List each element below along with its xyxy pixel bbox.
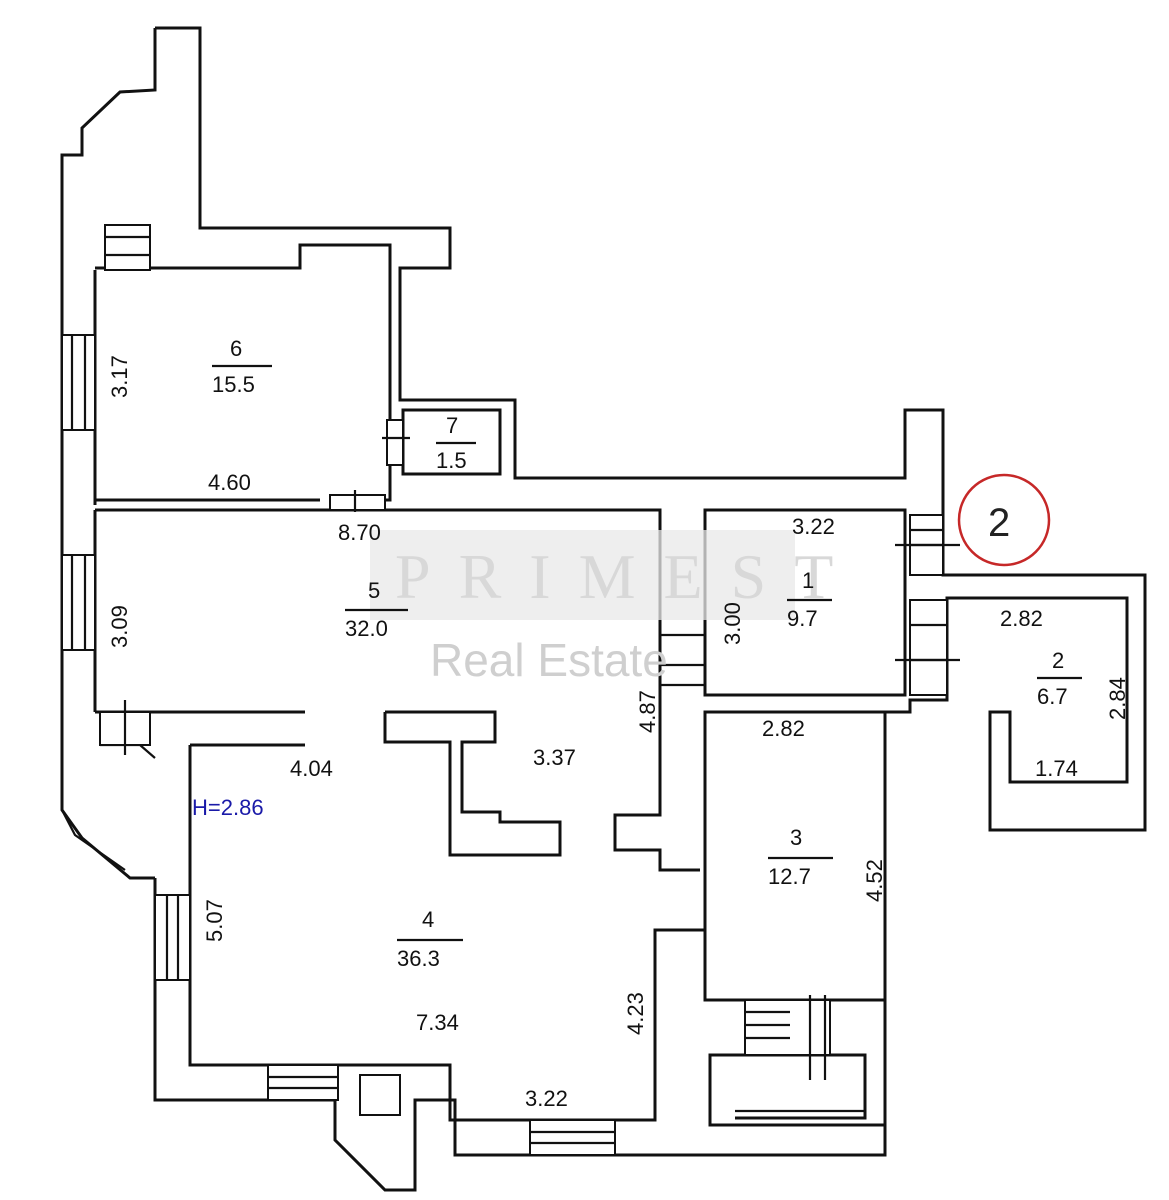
window-w3 <box>154 894 191 981</box>
room-2-area: 6.7 <box>1037 684 1068 709</box>
room-1-number: 1 <box>802 568 814 593</box>
room-4-number: 4 <box>422 907 434 932</box>
dim-3-37: 3.37 <box>533 745 576 770</box>
stairs-room3 <box>744 999 831 1056</box>
room-5-number: 5 <box>368 578 380 603</box>
window-w1 <box>61 334 96 431</box>
floor-marker: 2 <box>957 473 1051 567</box>
ceiling-height-label: H=2.86 <box>192 795 264 820</box>
dim-2-82-room2: 2.82 <box>1000 606 1043 631</box>
wall-bay-sw <box>61 743 156 871</box>
window-n1 <box>104 224 151 271</box>
wall-room1 <box>703 508 907 1002</box>
dim-4-23: 4.23 <box>623 992 648 1035</box>
room-labels: 6 15.5 7 1.5 5 32.0 4 36.3 1 9.7 2 6.7 3… <box>212 336 1082 971</box>
dim-3-22-bottom: 3.22 <box>525 1086 568 1111</box>
room-1-area: 9.7 <box>787 606 818 631</box>
room-6-number: 6 <box>230 336 242 361</box>
dim-4-04: 4.04 <box>290 756 333 781</box>
window-s2 <box>529 1119 616 1156</box>
dimension-labels: 3.17 4.60 8.70 3.09 4.87 4.04 3.37 5.07 … <box>107 355 1130 1111</box>
room-7-area: 1.5 <box>436 448 467 473</box>
room-3-number: 3 <box>790 825 802 850</box>
dim-4-52: 4.52 <box>862 859 887 902</box>
wall-room4 <box>153 743 887 1192</box>
dim-7-34: 7.34 <box>416 1010 459 1035</box>
door-room7 <box>386 419 404 466</box>
dim-8-70: 8.70 <box>338 520 381 545</box>
room-2-number: 2 <box>1052 648 1064 673</box>
dim-3-17: 3.17 <box>107 355 132 398</box>
room-7-number: 7 <box>446 413 458 438</box>
dim-5-07: 5.07 <box>202 899 227 942</box>
watermark-band <box>370 530 795 620</box>
window-w2 <box>61 554 96 651</box>
watermark-brand: PRIMEST <box>395 541 861 612</box>
corridor-link <box>660 633 705 687</box>
dim-2-82-room3: 2.82 <box>762 716 805 741</box>
dim-4-87: 4.87 <box>635 690 660 733</box>
dim-1-74: 1.74 <box>1035 756 1078 781</box>
watermark-subtitle: Real Estate <box>430 634 668 686</box>
dim-3-09: 3.09 <box>107 605 132 648</box>
dim-4-60: 4.60 <box>208 470 251 495</box>
window-bay <box>359 1074 401 1116</box>
room-4-area: 36.3 <box>397 946 440 971</box>
watermark: PRIMEST Real Estate <box>370 530 861 686</box>
openings <box>61 224 960 1156</box>
dim-2-84: 2.84 <box>1105 677 1130 720</box>
room-5-area: 32.0 <box>345 616 388 641</box>
floor-marker-circle <box>957 473 1051 567</box>
dim-3-00: 3.00 <box>720 602 745 645</box>
window-e2 <box>909 599 948 696</box>
dim-3-22-top: 3.22 <box>792 514 835 539</box>
floor-marker-number: 2 <box>988 501 1010 545</box>
room-3-area: 12.7 <box>768 864 811 889</box>
window-s1 <box>267 1064 339 1101</box>
door-room6 <box>329 494 386 511</box>
room-6-area: 15.5 <box>212 372 255 397</box>
